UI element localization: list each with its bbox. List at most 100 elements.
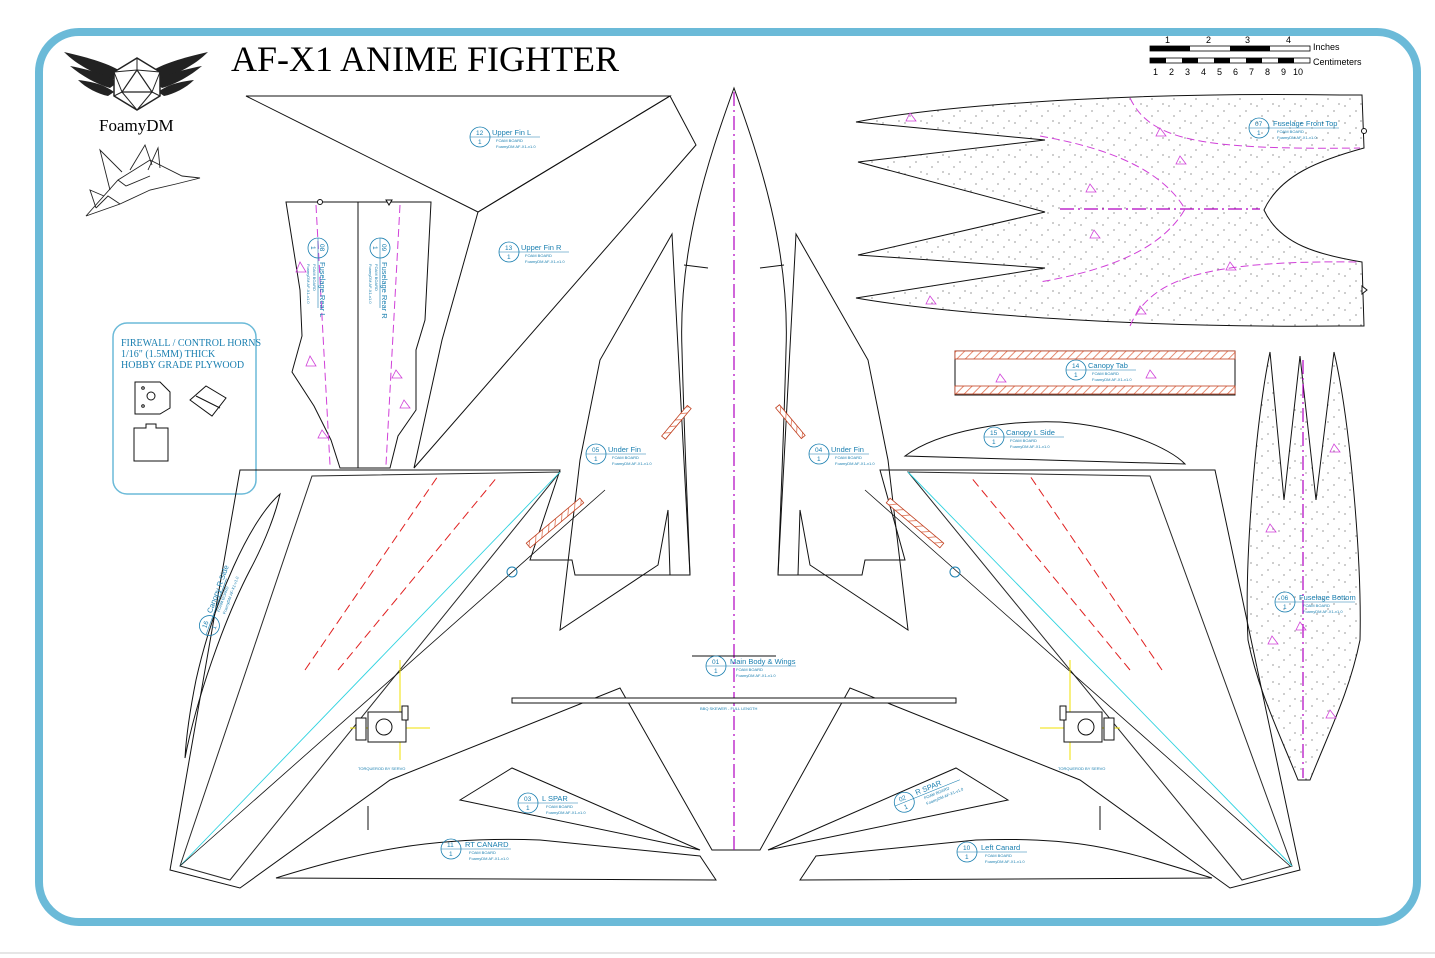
hinge-strip-left: [525, 497, 585, 549]
part-name: Fuselage Rear L: [318, 262, 327, 317]
part-version: FoamyDM AF-X1-v1.0: [525, 259, 565, 264]
cm-tick: 1: [1153, 67, 1158, 77]
part-material: FOAM BOARD: [546, 804, 573, 809]
cm-tick: 7: [1249, 67, 1254, 77]
part-version: FoamyDM AF-X1-v1.0: [835, 461, 875, 466]
part-label: 07 1 Fuselage Front Top FOAM BOARD Foamy…: [1248, 117, 1339, 140]
part-label: 03 1 L SPAR FOAM BOARD FoamyDM AF-X1-v1.…: [517, 792, 586, 815]
firewall-box: FIREWALL / CONTROL HORNS 1/16" (1.5MM) T…: [112, 322, 261, 495]
part-qty: 1: [309, 246, 316, 250]
part-label: 08 1 Fuselage Rear L FOAM BOARD FoamyDM …: [306, 237, 329, 317]
part-label: 15 1 Canopy L Side FOAM BOARD FoamyDM AF…: [983, 426, 1064, 449]
inch-tick: 4: [1286, 35, 1291, 45]
part-version: FoamyDM AF-X1-v1.0: [496, 144, 536, 149]
under-fin-parts: [559, 232, 909, 632]
part-number: 11: [447, 842, 454, 849]
part-name: Upper Fin R: [521, 243, 562, 252]
part-label: 10 1 Left Canard FOAM BOARD FoamyDM AF-X…: [956, 841, 1027, 864]
servo-right-note: TORQUEROD BY SERVO: [1058, 766, 1105, 771]
part-qty: 1: [992, 439, 996, 446]
part-label: 09 1 Fuselage Rear R FOAM BOARD FoamyDM …: [368, 237, 391, 319]
fuselage-front-top-part: [855, 93, 1368, 327]
part-number: 13: [505, 245, 513, 252]
control-horn-piece: [189, 385, 227, 417]
brand-name: FoamyDM: [99, 116, 174, 135]
bbq-skewer-slot: [511, 697, 957, 704]
part-name: Left Canard: [981, 843, 1020, 852]
part-number: 08: [318, 244, 325, 252]
part-name: Fuselage Rear R: [380, 262, 389, 319]
part-material: FOAM BOARD: [374, 264, 379, 291]
part-material: FOAM BOARD: [612, 455, 639, 460]
part-qty: 1: [478, 139, 482, 146]
part-version: FoamyDM AF-X1-v1.0: [469, 856, 509, 861]
part-qty: 1: [903, 803, 909, 811]
part-material: FOAM BOARD: [496, 138, 523, 143]
part-name: RT CANARD: [465, 840, 509, 849]
part-name: Under Fin: [831, 445, 864, 454]
part-number: 10: [963, 845, 971, 852]
part-number: 04: [815, 447, 823, 454]
part-name: L SPAR: [542, 794, 568, 803]
main-body-wings-part: [169, 86, 1301, 889]
part-label: 13 1 Upper Fin R FOAM BOARD FoamyDM AF-X…: [498, 241, 569, 264]
canopy-l-side-piece: [903, 421, 1187, 465]
canopy-r-side-piece: [184, 492, 281, 759]
part-material: FOAM BOARD: [736, 667, 763, 672]
firewall-square-piece: [133, 423, 169, 462]
cm-tick: 3: [1185, 67, 1190, 77]
part-number: 15: [990, 430, 998, 437]
part-name: Upper Fin L: [492, 128, 531, 137]
part-qty: 1: [526, 805, 530, 812]
firewall-piece: [134, 381, 171, 415]
cm-tick: 8: [1265, 67, 1270, 77]
part-number: 07: [1255, 121, 1263, 128]
cm-tick: 5: [1217, 67, 1222, 77]
cm-tick: 10: [1293, 67, 1303, 77]
part-qty: 1: [1283, 604, 1287, 611]
part-number: 01: [712, 659, 720, 666]
servo-left: [350, 566, 518, 760]
servo-right: [949, 566, 1120, 760]
servo-left-note: TORQUEROD BY SERVO: [358, 766, 405, 771]
part-name: Canopy Tab: [1088, 361, 1128, 370]
firewall-note-line1: FIREWALL / CONTROL HORNS: [121, 338, 261, 349]
part-number: 06: [1281, 595, 1289, 602]
part-version: FoamyDM AF-X1-v1.0: [736, 673, 776, 678]
part-version: FoamyDM AF-X1-v1.0: [1303, 609, 1343, 614]
jet-sketch-icon: [85, 143, 201, 217]
cm-tick: 9: [1281, 67, 1286, 77]
part-label: 02 1 R SPAR FOAM BOARD FoamyDM AF-X1-v1.…: [893, 778, 965, 813]
part-name: Fuselage Bottom: [1299, 593, 1356, 602]
part-version: FoamyDM AF-X1-v1.0: [1277, 135, 1317, 140]
part-qty: 1: [714, 668, 718, 675]
part-version: FoamyDM AF-X1-v1.0: [612, 461, 652, 466]
part-label: 06 1 Fuselage Bottom FOAM BOARD FoamyDM …: [1274, 591, 1356, 614]
part-label: 01 1 Main Body & Wings FOAM BOARD FoamyD…: [705, 655, 796, 678]
part-version: FoamyDM AF-X1-v1.0: [1092, 377, 1132, 382]
part-number: 14: [1072, 363, 1080, 370]
inch-tick: 2: [1206, 35, 1211, 45]
part-material: FOAM BOARD: [835, 455, 862, 460]
part-qty: 1: [507, 254, 511, 261]
part-label: 04 1 Under Fin FOAM BOARD FoamyDM AF-X1-…: [808, 443, 875, 466]
bbq-skewer-note: BBQ SKEWER - FULL LENGTH: [700, 706, 758, 711]
part-material: FOAM BOARD: [1092, 371, 1119, 376]
fuselage-rear-parts: [285, 199, 432, 469]
part-qty: 1: [817, 456, 821, 463]
hinge-strip-right: [885, 497, 945, 549]
inches-label: Inches: [1313, 42, 1340, 52]
part-name: Fuselage Front Top: [1273, 119, 1337, 128]
part-version: FoamyDM AF-X1-v1.0: [546, 810, 586, 815]
spar-canard-parts: [275, 767, 1213, 881]
part-number: 03: [524, 796, 532, 803]
inch-tick: 3: [1245, 35, 1250, 45]
part-label: 05 1 Under Fin FOAM BOARD FoamyDM AF-X1-…: [585, 443, 652, 466]
part-number: 05: [592, 447, 600, 454]
part-version: FoamyDM AF-X1-v1.0: [368, 264, 373, 304]
canopy-tab-part: [954, 350, 1236, 396]
cm-tick: 2: [1169, 67, 1174, 77]
part-number: 09: [380, 244, 387, 252]
part-qty: 1: [211, 624, 219, 630]
fuselage-bottom-part: [1246, 351, 1361, 781]
